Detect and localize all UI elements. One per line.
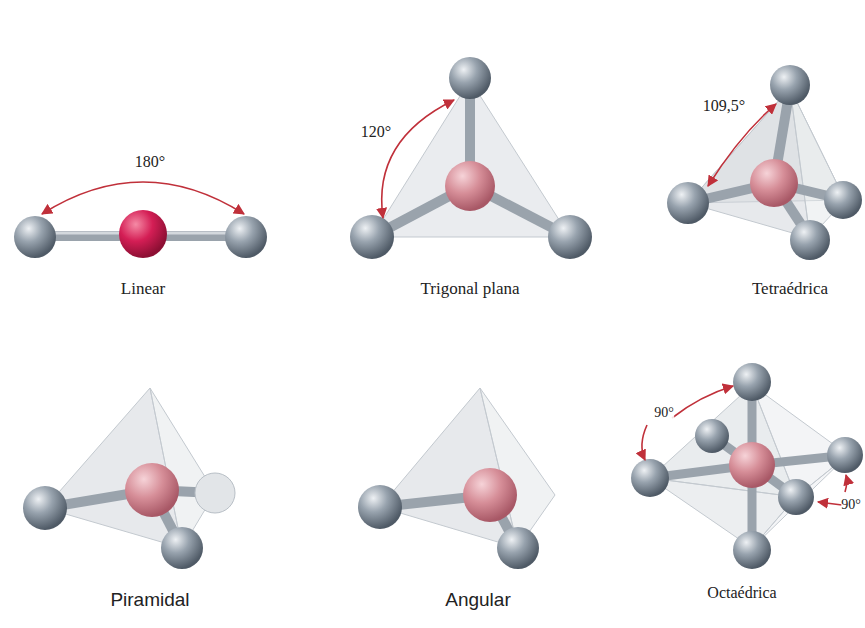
pyramidal-molecule [23,388,235,569]
bent-molecule [358,388,555,569]
geometry-name: Linear [121,280,165,299]
angle-label: 90° [654,405,674,420]
linear-molecule [14,182,267,258]
angle-label: 109,5° [703,97,745,115]
trigonal-planar-molecule [350,57,592,259]
geometry-name: Tetraédrica [752,280,828,299]
geometry-name: Angular [445,590,511,611]
angle-label: 120° [361,123,391,141]
geometry-name: Trigonal plana [420,280,519,299]
tetrahedral-molecule [667,65,862,260]
geometry-name: Piramidal [110,590,189,611]
angle-label: 180° [135,153,165,171]
octahedral-molecule [631,363,863,569]
angle-label: 90° [841,497,861,512]
geometry-name: Octaédrica [707,584,776,602]
